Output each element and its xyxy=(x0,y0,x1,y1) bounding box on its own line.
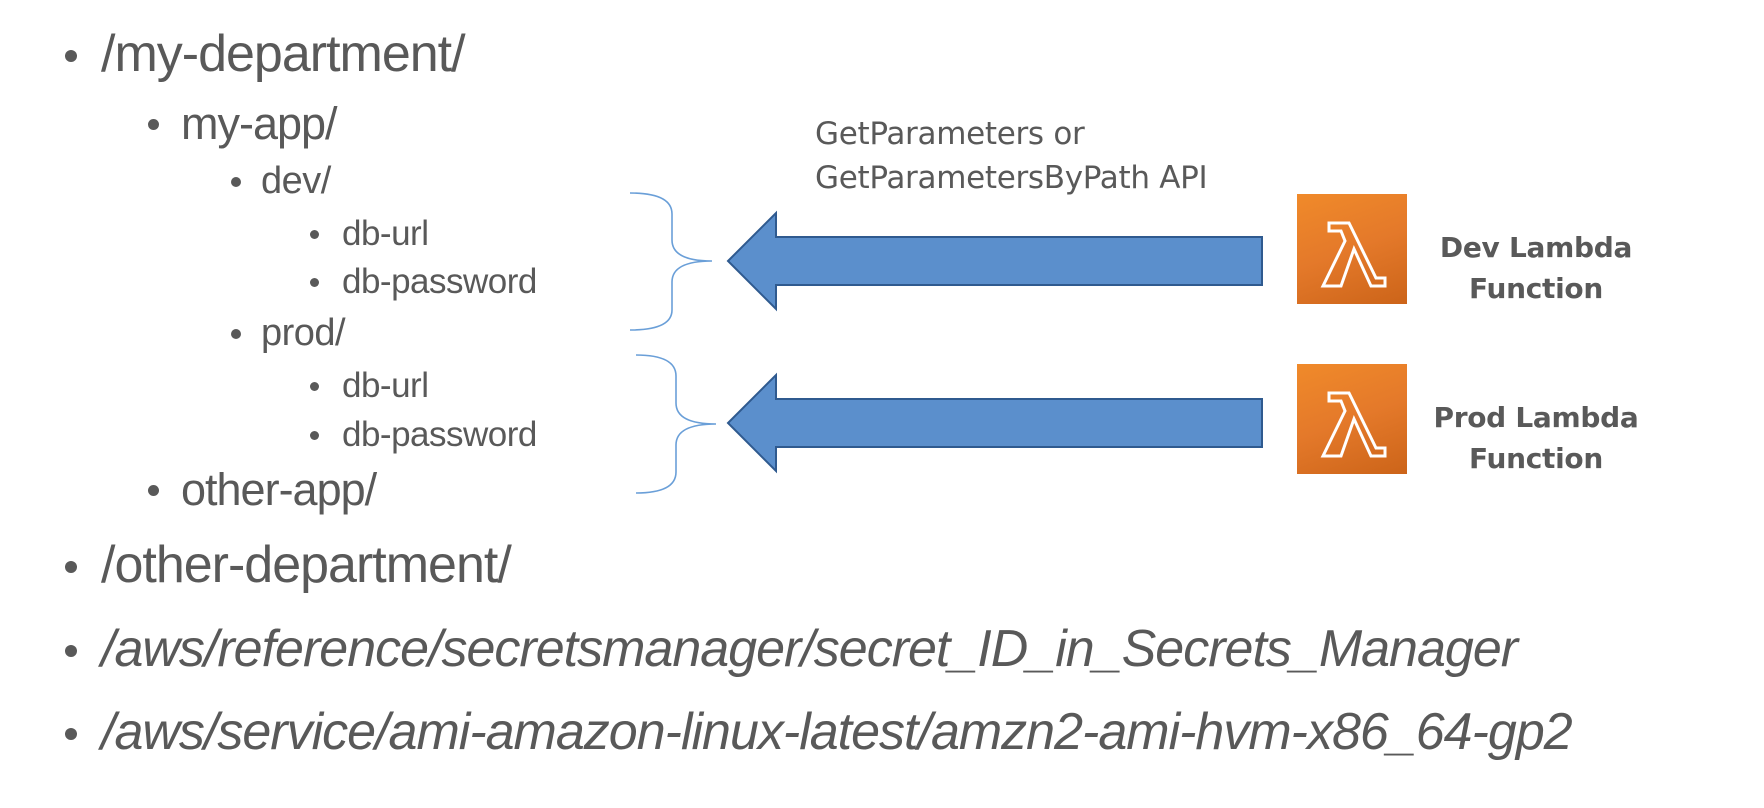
bullet xyxy=(65,728,77,740)
tree-label: other-app/ xyxy=(181,464,377,515)
bullet xyxy=(231,329,241,339)
lambda-icon xyxy=(1320,391,1387,458)
dev-brace xyxy=(629,192,713,331)
tree-label: /aws/reference/secretsmanager/secret_ID_… xyxy=(101,620,1518,678)
lambda-icon xyxy=(1320,221,1387,288)
tree-item-dev: dev/ xyxy=(231,160,331,202)
bullet xyxy=(310,382,319,391)
tree-item-dev-db-url: db-url xyxy=(310,214,429,253)
dev-function-line-1: Dev Lambda xyxy=(1439,231,1633,264)
prod-arrow xyxy=(726,372,1263,474)
tree-label: /aws/service/ami-amazon-linux-latest/amz… xyxy=(101,703,1573,761)
tree-item-other-app: other-app/ xyxy=(148,464,377,515)
api-label: GetParameters or GetParametersByPath API xyxy=(815,112,1208,200)
bullet xyxy=(231,177,241,187)
bullet xyxy=(148,119,159,130)
api-label-line-2: GetParametersByPath API xyxy=(815,160,1208,196)
bullet xyxy=(310,431,319,440)
dev-function-line-2: Function xyxy=(1469,272,1603,305)
bullet xyxy=(148,485,159,496)
tree-item-dev-db-password: db-password xyxy=(310,262,537,301)
tree-label: db-password xyxy=(342,415,537,454)
prod-brace xyxy=(635,354,717,494)
bullet xyxy=(65,645,77,657)
tree-label: prod/ xyxy=(261,312,346,354)
tree-label: /other-department/ xyxy=(101,536,512,594)
dev-lambda-icon xyxy=(1297,194,1407,304)
tree-label: /my-department/ xyxy=(101,25,466,83)
bullet xyxy=(65,561,77,573)
tree-item-prod-db-password: db-password xyxy=(310,415,537,454)
tree-item-my-app: my-app/ xyxy=(148,98,338,149)
tree-item-aws-service: /aws/service/ami-amazon-linux-latest/amz… xyxy=(65,703,1573,761)
tree-item-aws-reference: /aws/reference/secretsmanager/secret_ID_… xyxy=(65,620,1518,678)
bullet xyxy=(310,230,319,239)
tree-label: db-password xyxy=(342,262,537,301)
tree-label: db-url xyxy=(342,214,429,253)
bullet xyxy=(65,50,77,62)
prod-function-line-1: Prod Lambda xyxy=(1433,401,1639,434)
tree-item-other-department: /other-department/ xyxy=(65,536,512,594)
dev-arrow xyxy=(726,210,1263,312)
tree-item-my-department: /my-department/ xyxy=(65,25,466,83)
tree-label: dev/ xyxy=(261,160,331,202)
prod-function-line-2: Function xyxy=(1469,442,1603,475)
tree-item-prod-db-url: db-url xyxy=(310,366,429,405)
api-label-line-1: GetParameters or xyxy=(815,116,1085,152)
prod-lambda-icon xyxy=(1297,364,1407,474)
prod-function-label: Prod Lambda Function xyxy=(1420,397,1652,479)
dev-function-label: Dev Lambda Function xyxy=(1425,227,1647,309)
tree-item-prod: prod/ xyxy=(231,312,346,354)
tree-label: db-url xyxy=(342,366,429,405)
tree-label: my-app/ xyxy=(181,98,338,149)
bullet xyxy=(310,278,319,287)
